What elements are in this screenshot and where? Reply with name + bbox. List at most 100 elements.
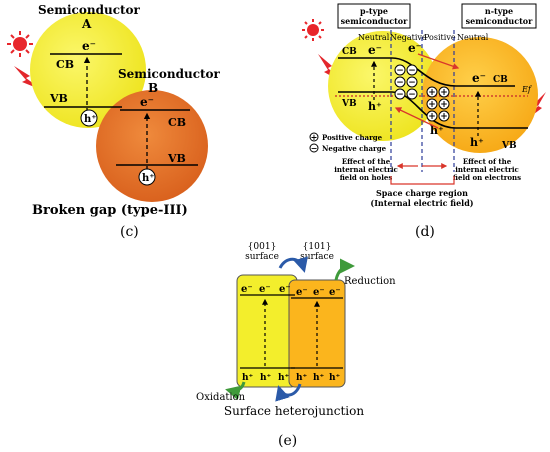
panel-e: {001} surface {101} surface e⁻ e⁻ e⁻ e⁻ … — [196, 242, 396, 449]
semiconductor-a-circle — [30, 12, 146, 128]
svg-text:−: − — [396, 90, 404, 100]
cb-label-n: CB — [493, 75, 508, 85]
semiconductor-a-title: Semiconductor — [38, 3, 141, 17]
surface-101-line1: {101} — [303, 242, 332, 252]
oxidation-label: Oxidation — [196, 392, 246, 403]
sun-icon — [7, 31, 33, 57]
effect-holes-3: field on holes — [340, 173, 393, 182]
svg-text:+: + — [440, 88, 448, 98]
semiconductor-b-circle — [96, 90, 208, 202]
p-type-box-line2: semiconductor — [341, 16, 408, 26]
n-type-box — [461, 3, 537, 29]
electron-transfer-arrow — [417, 53, 460, 70]
electron-e1: e⁻ — [241, 284, 253, 295]
electron-e2: e⁻ — [259, 284, 271, 295]
svg-text:−: − — [396, 66, 404, 76]
hole-transfer-arrow — [275, 383, 302, 402]
lightning-icon — [14, 66, 42, 90]
svg-text:−: − — [311, 143, 318, 153]
panel-c: CB VB e⁻ h⁺ CB VB e⁻ h⁺ Semiconductor A … — [7, 3, 221, 240]
cb-label-a: CB — [56, 58, 74, 71]
oxidation-arrow — [225, 381, 246, 401]
svg-text:−: − — [408, 90, 416, 100]
space-charge-bracket — [390, 176, 455, 185]
hole-e4: h⁺ — [296, 373, 308, 383]
electron-n: e⁻ — [472, 71, 486, 85]
space-charge-2: (Internal electric field) — [370, 198, 473, 208]
hole-e6: h⁺ — [329, 373, 341, 383]
electron-p: e⁻ — [368, 43, 382, 57]
hole-b: h⁺ — [142, 173, 155, 184]
lightning-icon — [526, 92, 546, 120]
svg-text:−: − — [408, 78, 416, 88]
hole-circle-b — [138, 168, 156, 186]
surface-101-line2: surface — [300, 252, 334, 262]
svg-text:+: + — [440, 100, 448, 110]
effect-electrons-3: field on electrons — [453, 173, 521, 182]
lightning-icon — [318, 54, 342, 82]
vb-label-n: VB — [501, 141, 517, 151]
panel-c-caption: Broken gap (type-III) — [32, 203, 188, 218]
cb-label-p: CB — [342, 47, 357, 57]
svg-text:+: + — [428, 100, 436, 110]
svg-text:+: + — [311, 132, 318, 142]
svg-text:−: − — [396, 78, 404, 88]
hole-e2: h⁺ — [260, 373, 272, 383]
panel-e-caption: Surface heterojunction — [224, 404, 364, 418]
svg-text:−: − — [408, 66, 416, 76]
vb-label-p: VB — [341, 99, 357, 109]
region-neutral-left: Neutral — [358, 33, 390, 42]
hole-n: h⁺ — [470, 136, 484, 149]
sun-icon — [302, 19, 324, 41]
vb-label-b: VB — [167, 152, 186, 165]
panel-d-label: (d) — [415, 224, 435, 240]
hole-circle-a — [80, 109, 98, 127]
electron-e4: e⁻ — [296, 287, 308, 298]
semiconductor-a-letter: A — [81, 17, 92, 31]
reduction-arrow — [334, 258, 355, 281]
vb-label-a: VB — [49, 92, 68, 105]
space-charge-1: Space charge region — [376, 188, 468, 198]
effect-holes-2: internal electric — [334, 165, 398, 174]
svg-text:+: + — [440, 112, 448, 122]
legend-positive: Positive charge — [322, 133, 383, 142]
region-negative: Negative — [390, 33, 427, 42]
panel-e-label: (e) — [278, 433, 297, 449]
electron-e5: e⁻ — [313, 287, 325, 298]
panel-c-label: (c) — [120, 224, 139, 240]
cb-label-b: CB — [168, 116, 186, 129]
electron-e3: e⁻ — [279, 284, 291, 295]
legend-negative-icon — [309, 143, 319, 153]
electron-mid: e⁻ — [408, 41, 422, 55]
legend-negative: Negative charge — [322, 144, 387, 153]
effect-holes-1: Effect of the — [342, 157, 391, 166]
panel-d: p-type semiconductor n-type semiconducto… — [302, 3, 546, 240]
hole-mid: h⁺ — [430, 124, 444, 137]
legend-positive-icon — [309, 132, 319, 142]
surface-001-line1: {001} — [248, 242, 277, 252]
p-type-box-line1: p-type — [360, 6, 388, 16]
hole-transfer-arrow — [394, 107, 439, 129]
fermi-label: Ef — [521, 85, 533, 94]
electron-e6: e⁻ — [329, 287, 341, 298]
negative-charges: − − − − − − — [394, 64, 418, 100]
semiconductor-b-title: Semiconductor — [118, 67, 221, 81]
electron-transfer-arrow — [278, 256, 308, 273]
effect-electrons-2: internal electric — [455, 165, 519, 174]
effect-electrons-1: Effect of the — [463, 157, 512, 166]
cb-band — [338, 57, 515, 87]
semiconductor-b-letter: B — [148, 81, 158, 95]
hole-e1: h⁺ — [242, 373, 254, 383]
hole-a: h⁺ — [84, 114, 97, 125]
vb-band — [338, 91, 528, 129]
surface-001-line2: surface — [245, 252, 279, 262]
electron-a: e⁻ — [82, 39, 96, 53]
region-neutral-right: Neutral — [457, 33, 489, 42]
hole-e3: h⁺ — [278, 373, 290, 383]
svg-text:+: + — [428, 88, 436, 98]
n-type-box-line1: n-type — [485, 6, 513, 16]
positive-charges: + + + + + + — [426, 86, 450, 122]
svg-text:+: + — [428, 112, 436, 122]
electron-b: e⁻ — [140, 95, 154, 109]
